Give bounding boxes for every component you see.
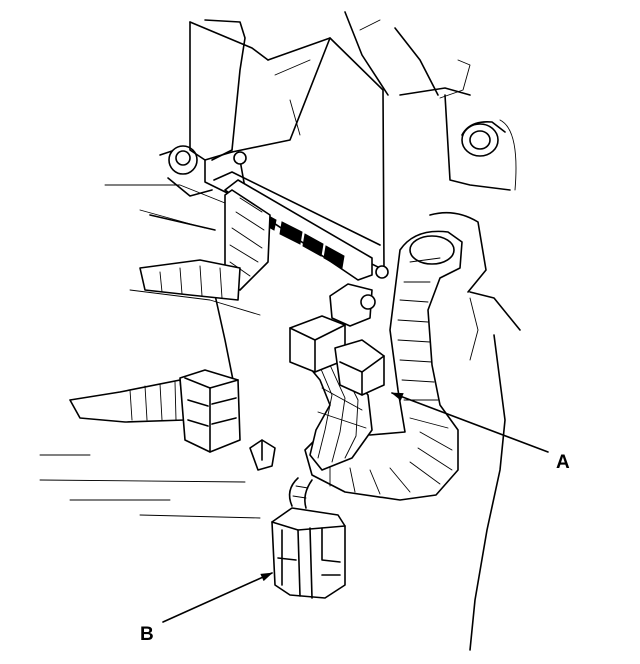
mounting-nut [167,145,213,197]
body-panel-outline [39,11,521,651]
control-module [189,21,389,281]
callout-a-leader [391,392,549,453]
connector-b-wires [288,477,313,509]
left-wiring-harness [139,189,271,301]
connector-b [271,507,346,599]
callout-a-label: A [556,452,570,473]
grommet [461,120,506,157]
left-connector [69,369,241,453]
connector-a [289,315,385,396]
callout-b-label: B [140,624,154,645]
callout-b-leader [162,572,273,623]
clip-bracket [329,283,376,327]
small-clip [249,439,276,471]
